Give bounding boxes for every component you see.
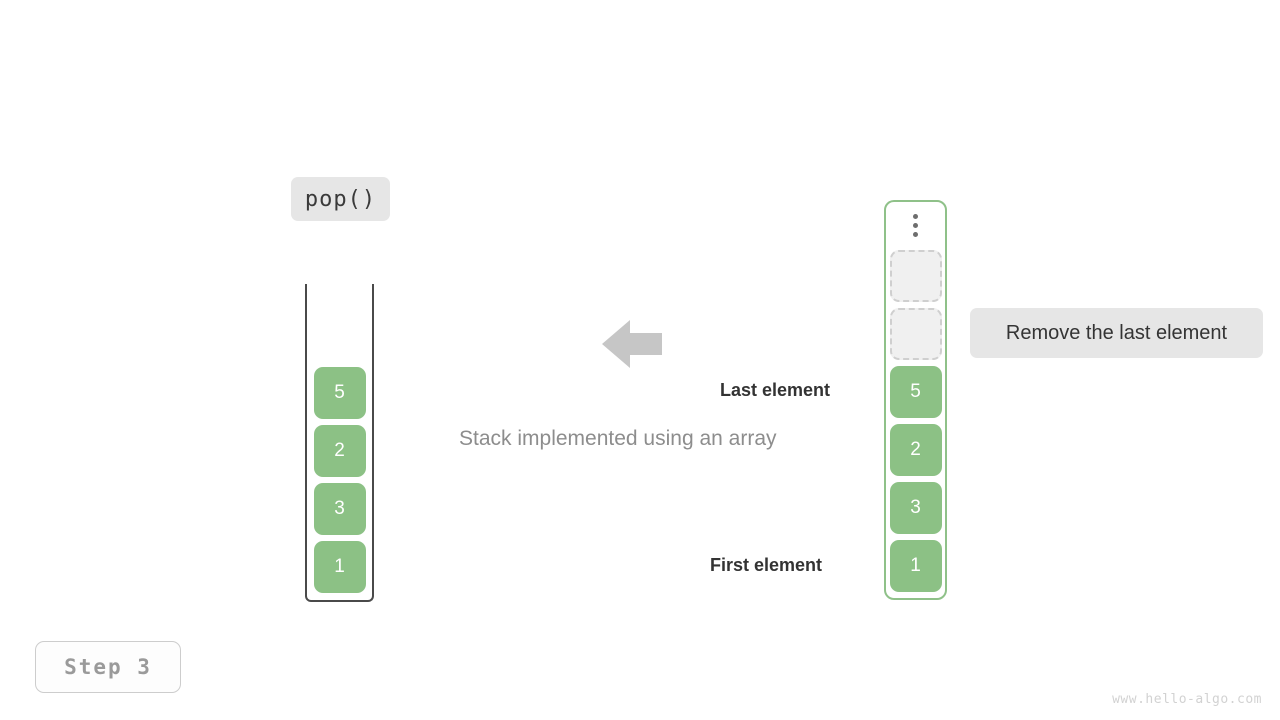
array-cell-empty (889, 250, 942, 302)
arrow-left-icon (602, 318, 662, 370)
array-container: 5 2 3 1 (884, 200, 947, 600)
vertical-ellipsis-icon (886, 214, 945, 237)
ellipsis-dot (913, 232, 918, 237)
array-cell: 2 (889, 424, 942, 476)
array-cell: 1 (889, 540, 942, 592)
array-cell: 3 (889, 482, 942, 534)
stack-cell: 3 (313, 483, 366, 535)
array-cell-list: 5 2 3 1 (886, 250, 945, 592)
stack-cell: 2 (313, 425, 366, 477)
operation-badge: pop() (291, 177, 390, 221)
step-badge: Step 3 (35, 641, 181, 693)
array-cell: 5 (889, 366, 942, 418)
diagram-caption: Stack implemented using an array (459, 427, 777, 450)
stack-cell: 1 (313, 541, 366, 593)
first-element-label: First element (710, 555, 823, 575)
ellipsis-dot (913, 214, 918, 219)
last-element-label: Last element (720, 380, 831, 400)
remove-last-element-note: Remove the last element (970, 308, 1263, 358)
ellipsis-dot (913, 223, 918, 228)
stack-cell: 5 (313, 367, 366, 419)
stack-cell-list: 5 2 3 1 (307, 367, 372, 593)
watermark: www.hello-algo.com (1112, 692, 1262, 707)
stack-container: 5 2 3 1 (305, 284, 374, 602)
array-cell-empty (889, 308, 942, 360)
